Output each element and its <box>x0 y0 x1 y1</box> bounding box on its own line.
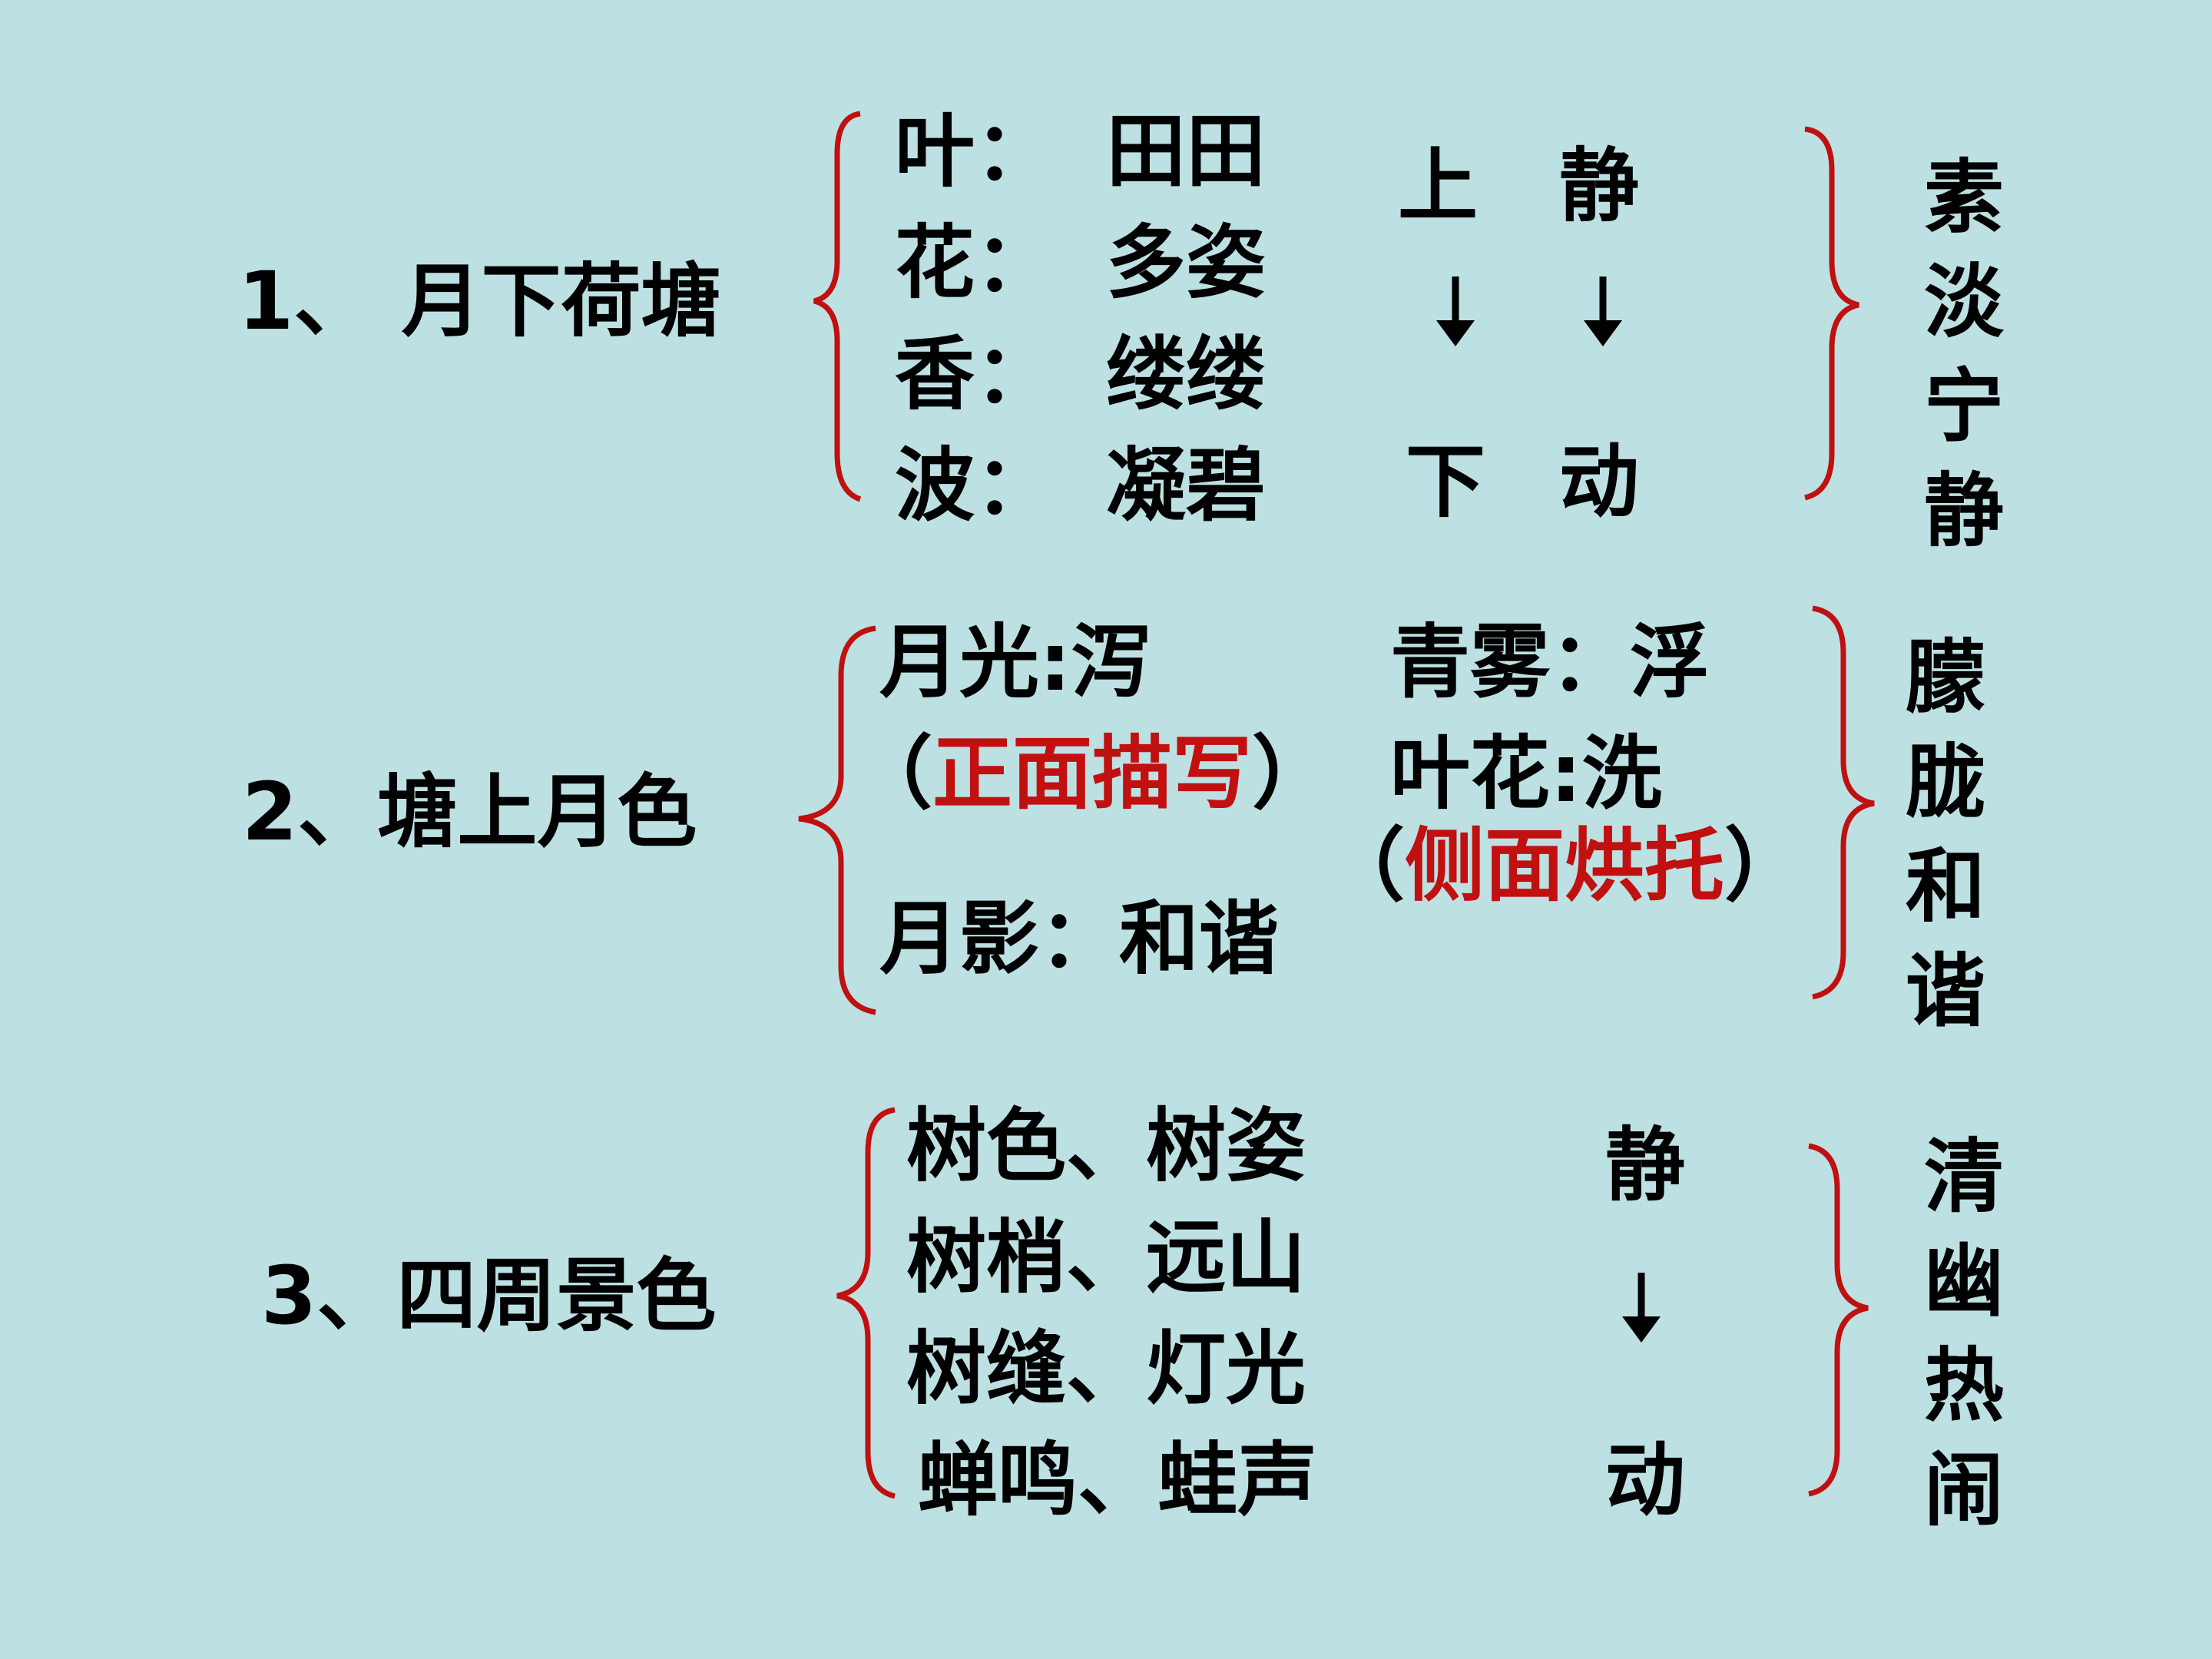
section1-flow-bottom-down: 下 <box>1406 435 1486 528</box>
section2-moonshadow: 月影：和谐 <box>879 892 1280 985</box>
section2-heading: 2、塘上月色 <box>242 765 697 859</box>
section3-left-brace <box>836 1107 896 1499</box>
section1-flow-top-still: 静 <box>1559 139 1640 233</box>
summary-char: 和 <box>1905 839 1985 933</box>
section3-right-brace <box>1808 1143 1869 1497</box>
summary-char: 闹 <box>1923 1443 2004 1537</box>
summary-char: 清 <box>1923 1130 2004 1224</box>
section1-value-flower: 多姿 <box>1106 216 1267 310</box>
summary-char: 宁 <box>1923 359 2004 453</box>
section1-right-brace <box>1804 126 1859 501</box>
summary-char: 幽 <box>1923 1234 2004 1328</box>
summary-char: 素 <box>1923 151 2004 244</box>
section1-flow-top-up: 上 <box>1398 139 1479 233</box>
section3-flow-top-still: 静 <box>1605 1118 1686 1212</box>
section1-heading: 1、 月下荷塘 <box>238 254 721 348</box>
section2-right-brace <box>1812 605 1875 1000</box>
section3-flow-bottom-move: 动 <box>1605 1433 1686 1527</box>
summary-char: 谐 <box>1905 944 1985 1038</box>
section3-item: 树色、树姿 <box>906 1099 1306 1193</box>
section3-item: 树缝、灯光 <box>906 1322 1306 1416</box>
section1-label-flower: 花： <box>895 216 1055 310</box>
summary-char: 胧 <box>1905 735 1985 829</box>
section2-summary: 朦 胧 和 谐 <box>1903 637 1988 1055</box>
section2-moonlight: 月光:泻 <box>879 615 1151 709</box>
section1-flow-bottom-move: 动 <box>1559 435 1640 528</box>
section1-left-brace <box>813 111 862 502</box>
section3-item: 树梢、远山 <box>906 1210 1306 1304</box>
paren-close: ） <box>1724 819 1805 912</box>
section1-label-fragrance: 香： <box>895 327 1055 421</box>
down-arrow-icon <box>1622 1273 1661 1343</box>
section3-summary: 清 幽 热 闹 <box>1922 1137 2006 1555</box>
summary-char: 朦 <box>1905 631 1985 724</box>
section2-front-description: （正面描写） <box>853 733 1332 813</box>
paren-close: ） <box>1252 727 1333 820</box>
summary-char: 淡 <box>1923 255 2004 349</box>
section1-label-wave: 波： <box>895 439 1055 532</box>
section2-left-brace <box>798 625 876 1015</box>
section1-summary: 素 淡 宁 静 <box>1922 157 2006 575</box>
section1-label-leaf: 叶： <box>895 104 1055 198</box>
down-arrow-icon <box>1584 276 1622 346</box>
side-description-text: 侧面烘托 <box>1405 819 1725 912</box>
section1-value-leaf: 田田 <box>1106 104 1267 198</box>
summary-char: 热 <box>1923 1339 2004 1432</box>
section3-item: 蝉鸣、蛙声 <box>918 1433 1318 1527</box>
section1-value-wave: 凝碧 <box>1106 439 1267 532</box>
section2-side-description: （侧面烘托） <box>1325 826 1804 906</box>
section2-mist: 青雾：浮 <box>1390 615 1710 709</box>
paren-open: （ <box>853 727 933 820</box>
down-arrow-icon <box>1436 276 1475 346</box>
front-description-text: 正面描写 <box>932 727 1253 820</box>
section3-heading: 3、四周景色 <box>261 1249 717 1343</box>
paren-open: （ <box>1325 819 1406 912</box>
section2-leafflower: 叶花:洗 <box>1390 727 1662 820</box>
section1-value-fragrance: 缕缕 <box>1106 327 1267 421</box>
summary-char: 静 <box>1923 464 2004 558</box>
